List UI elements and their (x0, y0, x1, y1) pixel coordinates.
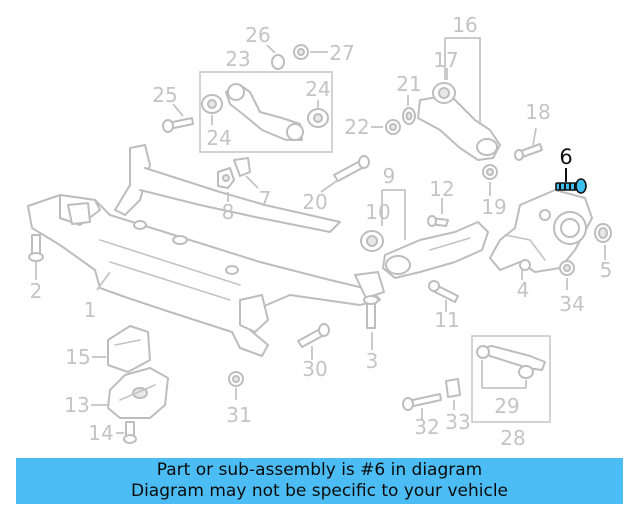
assembly-box-28 (471, 335, 551, 423)
nut-part-8 (217, 167, 235, 189)
callout-26: 26 (245, 23, 270, 47)
mount-part-15 (107, 325, 151, 373)
callout-28: 28 (500, 426, 525, 450)
bolt-part-30 (297, 323, 330, 348)
callout-23: 23 (225, 47, 250, 71)
knuckle-part-4 (489, 189, 593, 273)
nut-part-19 (482, 164, 498, 180)
bolt-part-25 (162, 117, 194, 133)
callout-9: 9 (383, 164, 396, 188)
control-arm-part-9 (382, 221, 489, 279)
callout-1: 1 (84, 298, 97, 322)
callout-18: 18 (525, 100, 550, 124)
washer-part-26 (271, 54, 285, 70)
assembly-box-23 (199, 71, 333, 153)
bushing-part-10 (360, 230, 384, 252)
callout-21: 21 (396, 72, 421, 96)
callout-22: 22 (344, 115, 369, 139)
bolt-part-20 (333, 155, 370, 182)
banner-line-disclaimer: Diagram may not be specific to your vehi… (130, 481, 508, 501)
callout-11: 11 (434, 308, 459, 332)
info-banner: Part or sub-assembly is #6 in diagram Di… (16, 458, 623, 504)
callout-30: 30 (302, 357, 327, 381)
nut-part-22 (385, 119, 401, 135)
callout-20: 20 (302, 190, 327, 214)
parts-diagram: 1 2 3 4 5 6 7 8 9 10 11 12 13 14 15 16 1… (27, 13, 613, 450)
callout-29: 29 (494, 394, 519, 418)
nut-part-27 (293, 44, 309, 60)
callout-17: 17 (433, 48, 458, 72)
bushing-part-17 (432, 82, 456, 104)
callout-32: 32 (414, 415, 439, 439)
callout-5: 5 (600, 258, 613, 282)
callout-25: 25 (152, 83, 177, 107)
upper-arm-part-16 (417, 94, 501, 161)
callout-3: 3 (366, 349, 379, 373)
callout-10: 10 (365, 200, 390, 224)
bushing-part-5 (594, 223, 612, 243)
bolt-part-11 (428, 280, 459, 303)
bolt-part-6-highlighted (555, 178, 587, 194)
bushing-part-24-right (307, 108, 329, 128)
bolt-part-3 (363, 295, 379, 329)
bracket-part-7 (233, 157, 251, 177)
callout-15: 15 (65, 345, 90, 369)
callout-19: 19 (481, 195, 506, 219)
subframe-part-1 (27, 144, 385, 357)
callout-7: 7 (259, 187, 272, 211)
banner-line-part-number: Part or sub-assembly is #6 in diagram (156, 460, 483, 480)
trailing-arm-part-23 (225, 83, 304, 141)
callout-2: 2 (30, 279, 43, 303)
callout-12: 12 (429, 177, 454, 201)
callout-13: 13 (64, 393, 89, 417)
callout-33: 33 (445, 410, 470, 434)
bolt-part-2 (28, 234, 44, 262)
nut-part-31 (228, 371, 244, 387)
callout-8: 8 (222, 200, 235, 224)
callout-24-right: 24 (305, 77, 330, 101)
callout-34: 34 (559, 292, 584, 316)
callout-labels: 1 2 3 4 5 6 7 8 9 10 11 12 13 14 15 16 1… (30, 13, 613, 450)
callout-31: 31 (226, 403, 251, 427)
nut-part-34 (559, 260, 575, 276)
bolt-part-18 (514, 143, 543, 161)
callout-24-left: 24 (206, 126, 231, 150)
callout-6-highlighted: 6 (559, 145, 572, 169)
clip-part-33 (445, 378, 461, 398)
bushing-part-24-left (201, 94, 223, 114)
callout-27: 27 (329, 41, 354, 65)
bolt-part-12 (427, 215, 449, 227)
link-part-29 (476, 345, 546, 379)
bolt-part-14 (123, 421, 137, 444)
bolt-part-32 (402, 393, 442, 411)
washer-part-21 (402, 107, 416, 125)
mount-part-13 (107, 367, 169, 419)
callout-4: 4 (517, 278, 530, 302)
callout-14: 14 (88, 421, 113, 445)
callout-16: 16 (452, 13, 477, 37)
leader-lines (35, 37, 606, 434)
